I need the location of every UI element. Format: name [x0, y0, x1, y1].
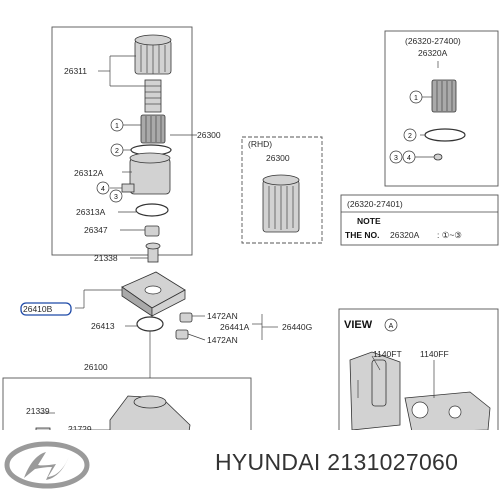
note-range: : ①~③ [437, 230, 462, 240]
cartridge-element [415, 61, 466, 161]
brand-footer [0, 430, 500, 500]
stud-21338 [145, 242, 161, 263]
callout-3-number: 3 [114, 194, 118, 201]
callout-3 [109, 189, 123, 203]
filter-spring [144, 79, 162, 113]
drain-bolt [110, 183, 135, 193]
note-frame [340, 194, 499, 246]
cartridge-callout-1-number: 1 [414, 95, 418, 102]
label-26347: 26347 [84, 225, 108, 235]
cartridge-callout-2 [403, 128, 417, 142]
brand-part-number: HYUNDAI 2131027060 [215, 449, 459, 475]
label-26100: 26100 [84, 362, 108, 372]
callout-2 [110, 143, 124, 157]
label-1472AN-bottom: 1472AN [207, 335, 238, 345]
label-1140FT: 1140FT [373, 349, 402, 359]
filter-housing [129, 152, 171, 195]
rhd-part-label: 26300 [266, 153, 290, 163]
filter-element [140, 114, 166, 144]
engine-block [35, 395, 191, 439]
cartridge-callout-4-number: 4 [407, 155, 411, 162]
oil-cooler [121, 271, 186, 317]
label-26313A: 26313A [76, 207, 106, 217]
callout-1 [110, 118, 124, 132]
view-a-badge [384, 318, 398, 332]
note-part: 26320A [390, 230, 420, 240]
callout-4-number: 4 [101, 186, 105, 193]
cartridge-callout-3 [389, 150, 403, 164]
cartridge-part-label: 26320A [418, 48, 448, 58]
callout-4 [96, 181, 110, 195]
cartridge-callout-2-number: 2 [408, 133, 412, 140]
leader-lines [75, 55, 278, 378]
cartridge-callout-4 [402, 150, 416, 164]
note-text: THE NO. [345, 230, 379, 240]
filter-assembly-frame [51, 26, 193, 256]
note-code: (26320-27401) [347, 199, 403, 209]
rhd-frame [241, 136, 323, 244]
label-26311: 26311 [64, 66, 87, 76]
cartridge-callout-1 [409, 90, 423, 104]
callout-2-number: 2 [115, 148, 119, 155]
label-26441A: 26441A [220, 322, 250, 332]
note-title: NOTE [357, 216, 381, 226]
highlight-26410B [20, 302, 72, 316]
label-26410B: 26410B [23, 304, 53, 314]
label-1140FF: 1140FF [420, 349, 449, 359]
o-ring-lower [135, 203, 169, 217]
label-26413: 26413 [91, 321, 115, 331]
callout-1-number: 1 [115, 123, 119, 130]
rhd-title: (RHD) [248, 139, 272, 149]
gasket-26413 [136, 316, 164, 332]
seal-26347 [144, 225, 160, 237]
view-title: VIEW [344, 319, 373, 331]
label-26440G: 26440G [282, 322, 312, 332]
filter-cap [134, 34, 172, 75]
rhd-filter-housing [262, 174, 300, 233]
view-a-engine-parts [349, 351, 491, 433]
hose-fittings [175, 312, 193, 340]
view-a-letter: A [389, 323, 394, 330]
label-1472AN-top: 1472AN [207, 311, 238, 321]
label-21339: 21339 [26, 406, 50, 416]
label-21338: 21338 [94, 253, 118, 263]
label-26312A: 26312A [74, 168, 104, 178]
label-21729: 21729 [68, 424, 92, 434]
hyundai-logo-icon [4, 441, 90, 489]
label-26300: 26300 [197, 130, 221, 140]
cartridge-frame [384, 30, 499, 187]
cartridge-callout-3-number: 3 [394, 155, 398, 162]
cartridge-code: (26320-27400) [405, 36, 461, 46]
